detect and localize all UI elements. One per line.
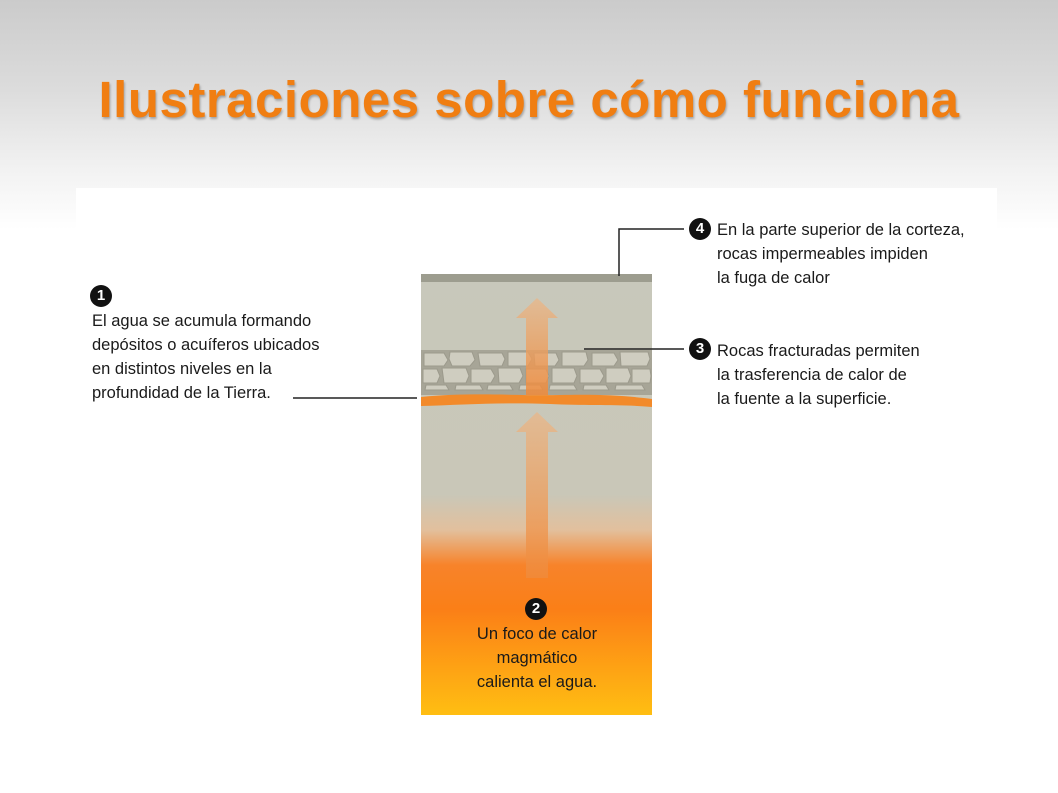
callout-2-line-1: Un foco de calor bbox=[476, 625, 598, 643]
callout-1-line-1: El agua se acumula formando bbox=[92, 312, 312, 330]
callout-1-line-4: profundidad de la Tierra. bbox=[92, 384, 271, 402]
impermeable-cap-rock bbox=[421, 274, 652, 282]
callout-3-number: 3 bbox=[689, 338, 711, 360]
callout-4-line-1: En la parte superior de la corteza, bbox=[717, 221, 965, 239]
callout-2-text: Un foco de calor magmático calienta el a… bbox=[440, 622, 634, 694]
callout-4-line-2: rocas impermeables impiden bbox=[717, 245, 928, 263]
callout-3-line-3: la fuente a la superficie. bbox=[717, 390, 892, 408]
callout-3-line-1: Rocas fracturadas permiten bbox=[717, 342, 920, 360]
callout-1-number: 1 bbox=[90, 285, 112, 307]
callout-1-text: El agua se acumula formando depósitos o … bbox=[92, 309, 319, 405]
callout-4-line-3: la fuga de calor bbox=[717, 269, 830, 287]
callout-1-line-3: en distintos niveles en la bbox=[92, 360, 272, 378]
callout-1-line-2: depósitos o acuíferos ubicados bbox=[92, 336, 320, 354]
heat-arrow-upper bbox=[516, 298, 558, 395]
callout-2-number: 2 bbox=[525, 598, 547, 620]
callout-4-text: En la parte superior de la corteza, roca… bbox=[717, 218, 965, 290]
slide-title: Ilustraciones sobre cómo funciona bbox=[98, 71, 960, 128]
callout-2-line-2: magmático bbox=[496, 649, 578, 667]
callout-3-line-2: la trasferencia de calor de bbox=[717, 366, 907, 384]
aquifer-layer bbox=[421, 394, 652, 407]
leader-line-4 bbox=[618, 228, 684, 276]
callout-4-number: 4 bbox=[689, 218, 711, 240]
heat-arrow-lower bbox=[516, 412, 558, 578]
callout-3-text: Rocas fracturadas permiten la trasferenc… bbox=[717, 339, 920, 411]
callout-2-line-3: calienta el agua. bbox=[476, 673, 598, 691]
